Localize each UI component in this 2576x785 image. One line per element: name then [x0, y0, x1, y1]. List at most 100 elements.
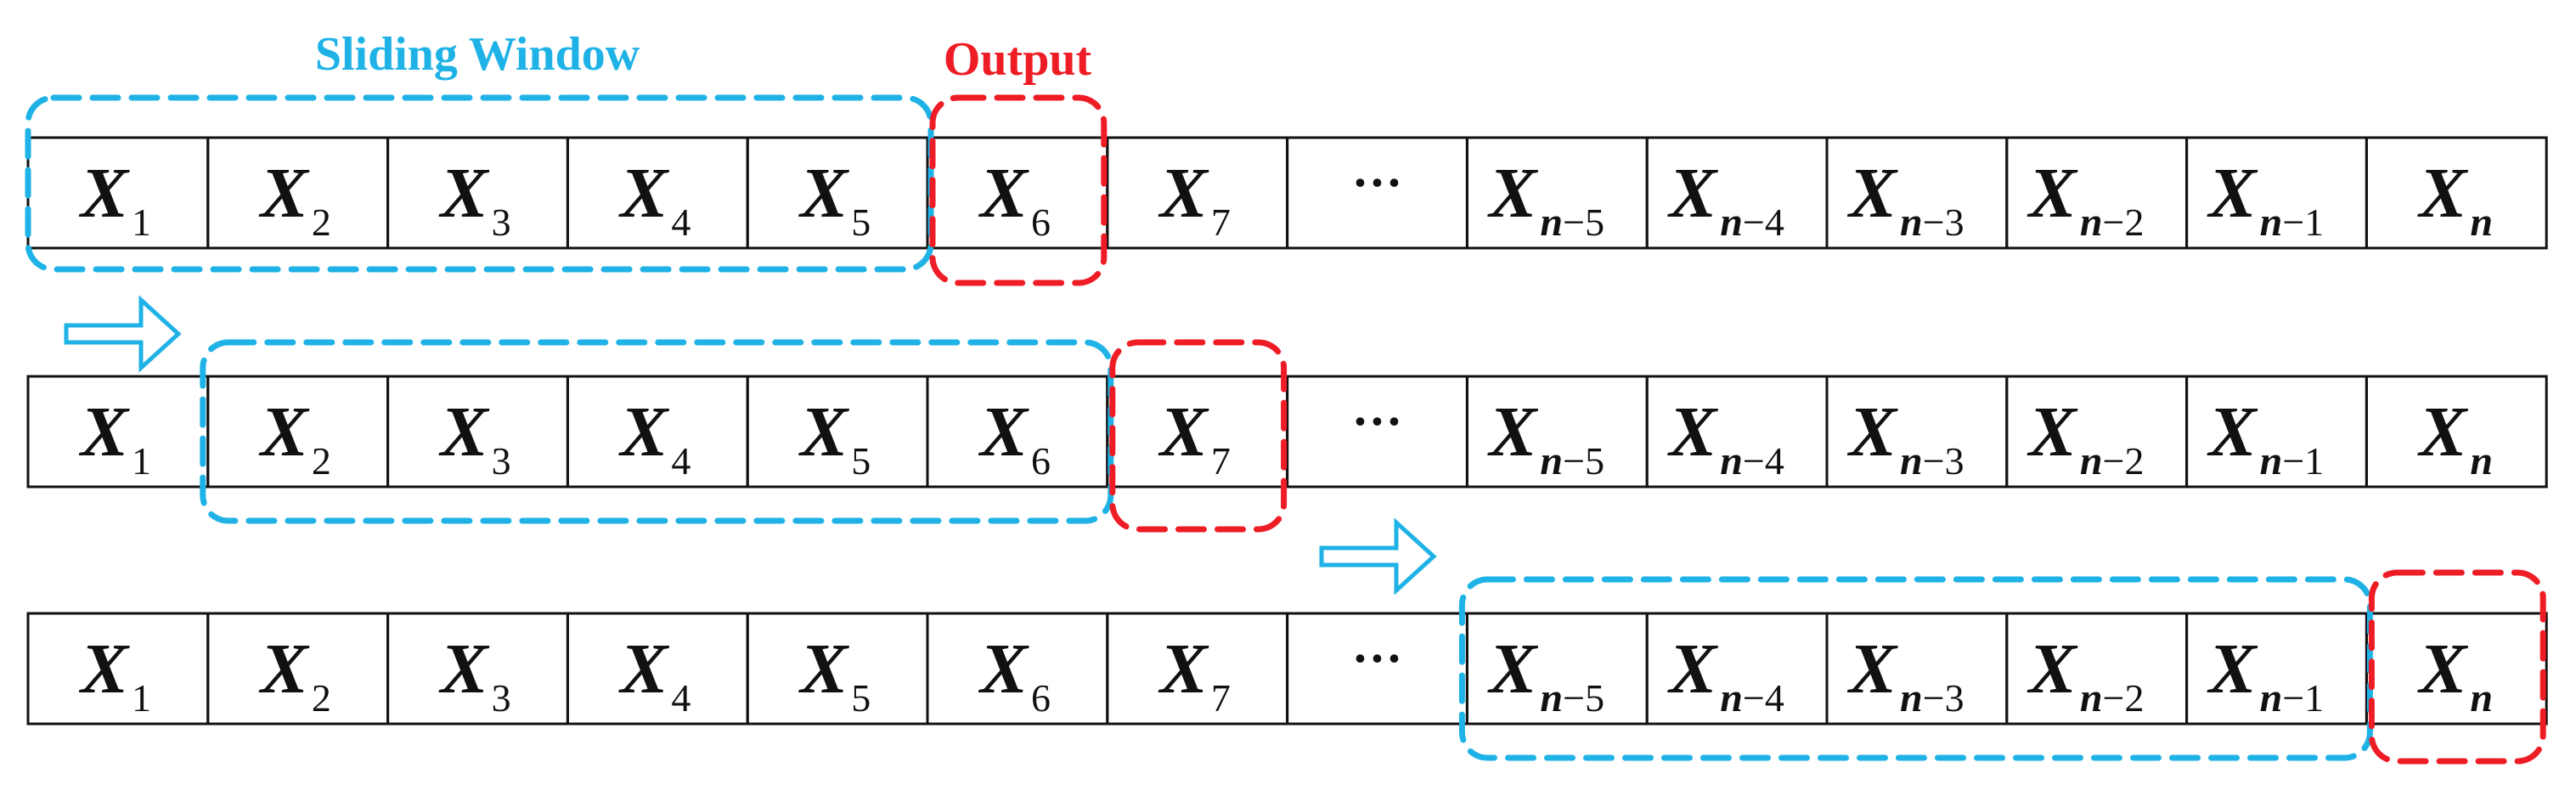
cell-subscript: n [2260, 438, 2283, 483]
cell-label: X1 [78, 154, 151, 244]
cell-subscript: n [1900, 438, 1923, 483]
cell-subscript-offset: −1 [2282, 200, 2324, 244]
cell-label: Xn−3 [1846, 630, 1964, 720]
cell-subscript: n [1720, 675, 1743, 720]
cell-base: X [438, 392, 490, 472]
cell-base: X [78, 630, 130, 709]
cell-subscript-offset: −3 [1923, 676, 1964, 720]
cell-label: X3 [438, 630, 511, 720]
right-arrow-icon [1319, 517, 1437, 596]
cell-label: Xn−3 [1846, 154, 1964, 245]
cell-subscript: n [2080, 438, 2103, 483]
cell-subscript-offset: −5 [1563, 439, 1604, 483]
cell-label: X6 [978, 630, 1051, 720]
sequence-cell: X7 [1106, 136, 1289, 250]
cell-base: X [978, 630, 1029, 709]
cell-label: X7 [1158, 630, 1231, 720]
cell-label: X1 [78, 630, 151, 720]
cell-subscript: 3 [492, 200, 511, 244]
sequence-cell: X1 [26, 612, 210, 726]
cell-label: Xn−2 [2026, 154, 2145, 245]
sequence-cell: X7 [1106, 375, 1289, 489]
cell-subscript: n [2080, 200, 2103, 245]
cell-subscript: 5 [851, 200, 871, 244]
cell-label: X3 [438, 392, 511, 483]
cell-label: X5 [798, 392, 871, 483]
sequence-cell: Xn−4 [1645, 136, 1829, 250]
sequence-cell: Xn−1 [2185, 375, 2368, 489]
sequence-cell: X2 [206, 136, 390, 250]
sequence-cell: X5 [746, 136, 929, 250]
sequence-cell: X6 [926, 136, 1109, 250]
cell-subscript: 4 [671, 676, 691, 720]
sequence-cell: X2 [206, 612, 390, 726]
cell-subscript: n [2470, 675, 2493, 720]
cell-label: Xn−5 [1486, 392, 1604, 483]
cell-subscript: n [1720, 200, 1743, 245]
cell-base: X [1158, 392, 1209, 472]
cell-base: X [1666, 392, 1718, 472]
cell-subscript: 4 [671, 200, 691, 244]
sequence-cell: X3 [386, 136, 569, 250]
cell-label: Xn−5 [1486, 154, 1604, 245]
cell-base: X [798, 154, 849, 233]
cell-subscript-offset: −1 [2282, 676, 2324, 720]
sequence-cell: ··· [1286, 612, 1468, 726]
cell-label: Xn−1 [2207, 392, 2325, 483]
cell-base: X [1486, 630, 1538, 709]
cell-subscript: 6 [1031, 200, 1051, 244]
cell-subscript: n [2470, 438, 2493, 483]
sequence-cell: Xn [2365, 612, 2548, 726]
cell-label: X4 [617, 392, 691, 483]
cell-base: X [978, 392, 1029, 472]
window-frames [25, 94, 2546, 765]
cell-label: Xn−4 [1666, 392, 1784, 483]
sequence-cell: Xn−5 [1465, 612, 1649, 726]
cell-base: X [2207, 392, 2258, 472]
cell-base: X [258, 630, 310, 709]
cell-base: X [438, 154, 490, 233]
cell-subscript: 3 [492, 676, 511, 720]
cell-label: X3 [438, 154, 511, 244]
sequence-cell: Xn [2365, 375, 2548, 489]
cell-base: X [438, 630, 490, 709]
cell-base: X [2026, 630, 2078, 709]
cell-label: Xn−3 [1846, 392, 1964, 483]
sequence-cell: Xn−1 [2185, 612, 2368, 726]
cell-subscript-offset: −2 [2103, 676, 2145, 720]
right-arrow-icon [64, 295, 182, 373]
sequence-cell: X3 [386, 612, 569, 726]
sliding-window-label: Sliding Window [315, 28, 640, 81]
cell-subscript: 7 [1211, 200, 1231, 244]
cell-subscript: 1 [132, 439, 151, 483]
cell-subscript: 5 [851, 676, 871, 720]
cell-subscript-offset: −2 [2103, 439, 2145, 483]
cell-base: X [1158, 630, 1209, 709]
cell-base: X [2207, 154, 2258, 233]
cell-border [2365, 375, 2548, 489]
cell-base: X [1666, 154, 1718, 233]
sequence-cell: X6 [926, 612, 1109, 726]
sequence-cell: X2 [206, 375, 390, 489]
sequence-cell: X1 [26, 375, 210, 489]
cell-subscript: 6 [1031, 676, 1051, 720]
cell-label: Xn−2 [2026, 630, 2145, 720]
sequence-cell: Xn−4 [1645, 612, 1829, 726]
sequence-cell: X5 [746, 612, 929, 726]
sequence-cell: Xn−3 [1825, 136, 2009, 250]
cell-subscript-offset: −1 [2282, 439, 2324, 483]
cell-base: X [2416, 392, 2468, 472]
cell-base: X [258, 154, 310, 233]
cell-subscript: n [1720, 438, 1743, 483]
cell-subscript: n [1540, 675, 1563, 720]
cell-subscript-offset: −5 [1563, 200, 1604, 244]
sequence-cell: Xn−2 [2005, 136, 2189, 250]
cell-base: X [978, 154, 1029, 233]
sequence-cell: Xn−5 [1465, 375, 1649, 489]
cell-base: X [78, 154, 130, 233]
output-label: Output [944, 33, 1092, 86]
cell-subscript: 7 [1211, 439, 1231, 483]
cell-base: X [258, 392, 310, 472]
